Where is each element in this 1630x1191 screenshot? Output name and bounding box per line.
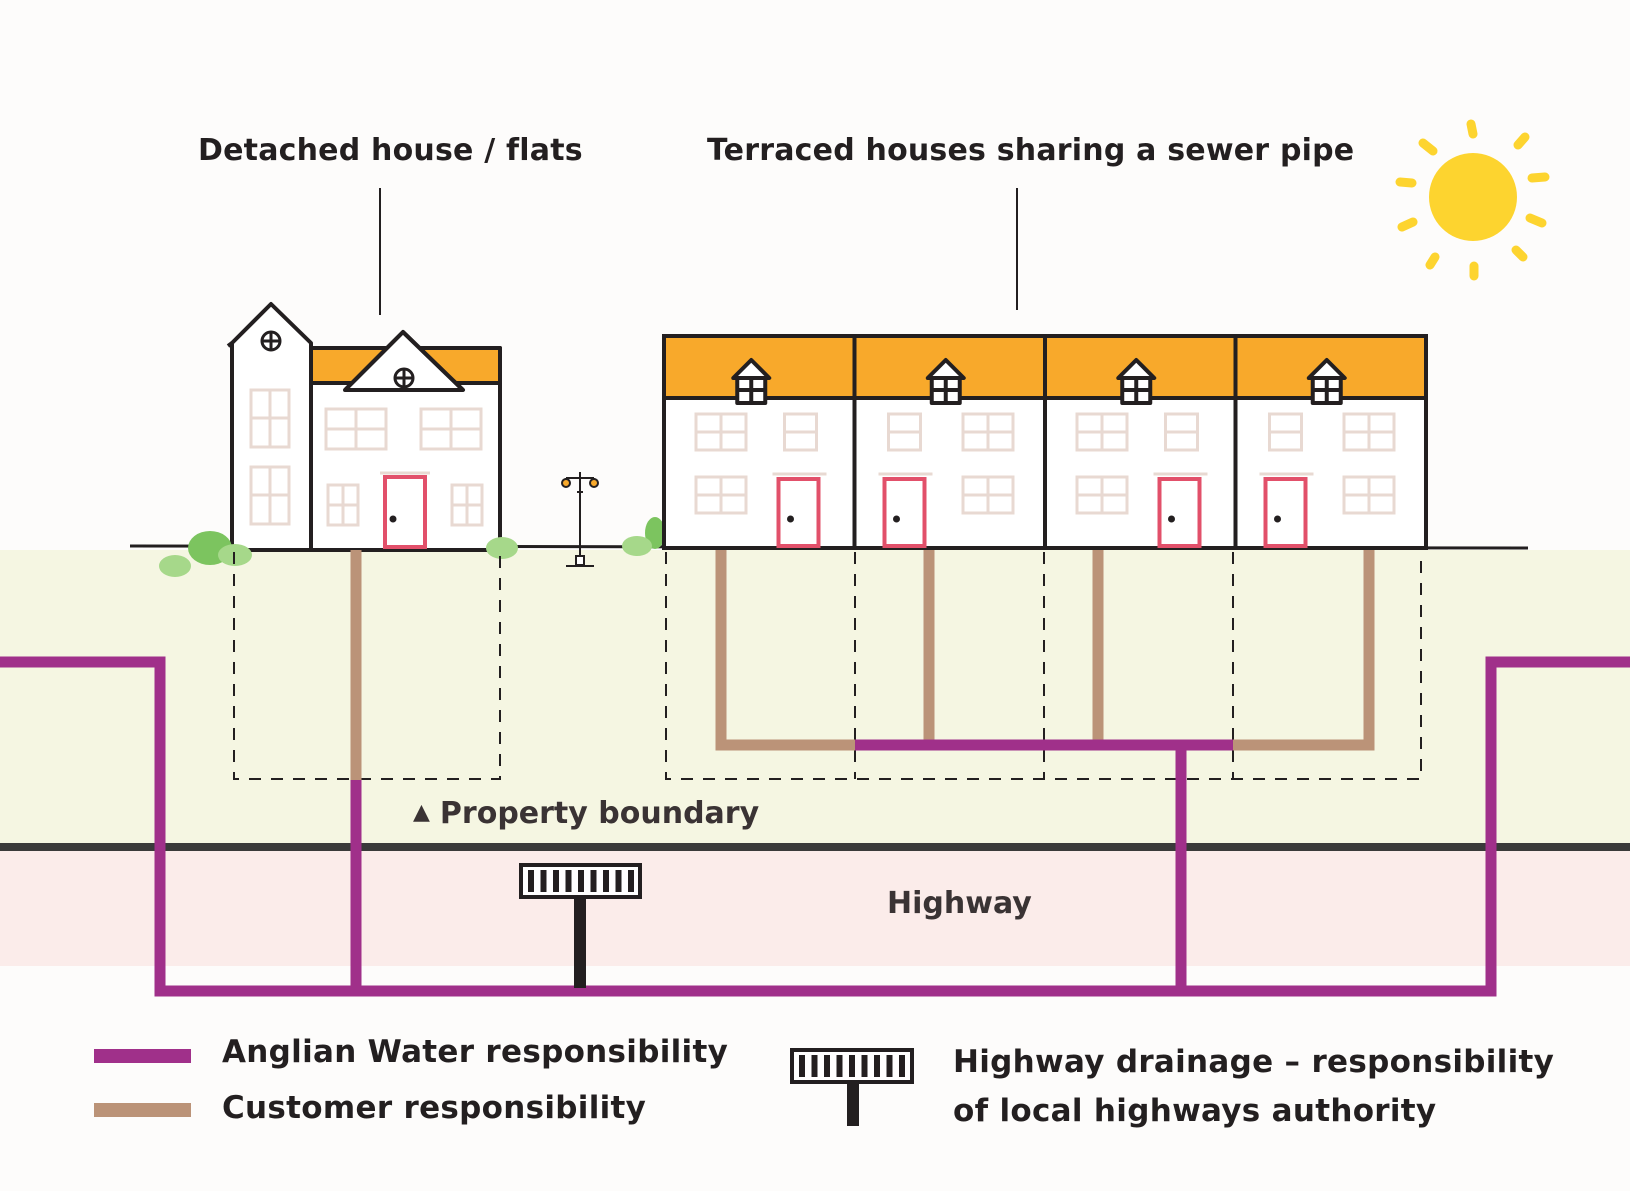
window xyxy=(694,412,748,452)
grate-bar xyxy=(540,870,547,892)
window xyxy=(961,475,1015,515)
grate-bar xyxy=(603,870,609,892)
grate-bar xyxy=(861,1055,868,1077)
detached-windows xyxy=(249,388,484,527)
detached-door xyxy=(383,475,427,549)
legend-anglian-swatch xyxy=(94,1049,191,1063)
window xyxy=(1342,475,1396,515)
window xyxy=(694,475,748,515)
street-lamp-icon xyxy=(561,472,599,567)
terraced-house xyxy=(662,334,857,550)
customer-pipes xyxy=(350,550,1375,780)
window xyxy=(961,412,1015,452)
grate-bar xyxy=(578,870,584,892)
window xyxy=(1342,412,1396,452)
property-boundary-text: Property boundary xyxy=(439,796,760,831)
grate-bar xyxy=(899,1055,905,1077)
sun-icon xyxy=(1395,119,1550,281)
grate-bar xyxy=(799,1055,805,1077)
detached-round-windows xyxy=(260,330,415,389)
legend-anglian-label: Anglian Water responsibility xyxy=(222,1034,729,1070)
door xyxy=(772,472,827,548)
grate-bar xyxy=(590,870,597,892)
dormer-window-icon xyxy=(925,358,966,405)
grate-bar xyxy=(628,870,634,892)
property-boundary-label: ▲ Property boundary xyxy=(413,796,759,831)
up-arrow-icon: ▲ xyxy=(413,800,430,825)
window xyxy=(1164,412,1199,452)
legend-customer-label: Customer responsibility xyxy=(222,1090,647,1126)
bush-mid xyxy=(486,537,518,559)
grate-bar xyxy=(565,870,572,892)
garden-zone xyxy=(0,550,1630,845)
highway-drain-icon xyxy=(519,863,642,988)
window xyxy=(1268,412,1303,452)
property-boundary-line xyxy=(0,843,1630,851)
bush-left xyxy=(159,531,252,577)
terraced-houses xyxy=(662,334,1428,550)
door xyxy=(1259,472,1314,548)
legend-customer-swatch xyxy=(94,1103,191,1117)
grate-bar xyxy=(615,870,622,892)
window xyxy=(1075,412,1129,452)
terraced-title: Terraced houses sharing a sewer pipe xyxy=(707,133,1355,168)
anglian-water-pipes xyxy=(0,656,1630,997)
window xyxy=(887,412,922,452)
grate-bar xyxy=(886,1055,893,1077)
highway-zone xyxy=(0,850,1630,966)
bush-right xyxy=(622,517,665,556)
grate-bar xyxy=(528,870,534,892)
dormer-window-icon xyxy=(731,358,772,405)
grate-bar xyxy=(811,1055,818,1077)
window xyxy=(783,412,818,452)
terraced-house xyxy=(1043,334,1238,550)
grate-bar xyxy=(553,870,559,892)
legend-drainage-label-line2: of local highways authority xyxy=(953,1093,1437,1129)
dormer-window-icon xyxy=(1116,358,1157,405)
door xyxy=(1153,472,1208,548)
legend-drainage-label-line1: Highway drainage – responsibility xyxy=(953,1044,1555,1080)
detached-title: Detached house / flats xyxy=(198,133,583,168)
terraced-house xyxy=(852,334,1047,550)
door xyxy=(878,472,933,548)
dormer-window-icon xyxy=(1306,358,1347,405)
terraced-house xyxy=(1233,334,1428,550)
window xyxy=(1075,475,1129,515)
grate-bar xyxy=(849,1055,855,1077)
legend-drain-icon xyxy=(790,1048,914,1126)
property-plots xyxy=(233,552,1422,780)
highway-label: Highway xyxy=(887,886,1032,921)
grate-bar xyxy=(836,1055,843,1077)
grate-bar xyxy=(874,1055,880,1077)
grate-bar xyxy=(824,1055,830,1077)
